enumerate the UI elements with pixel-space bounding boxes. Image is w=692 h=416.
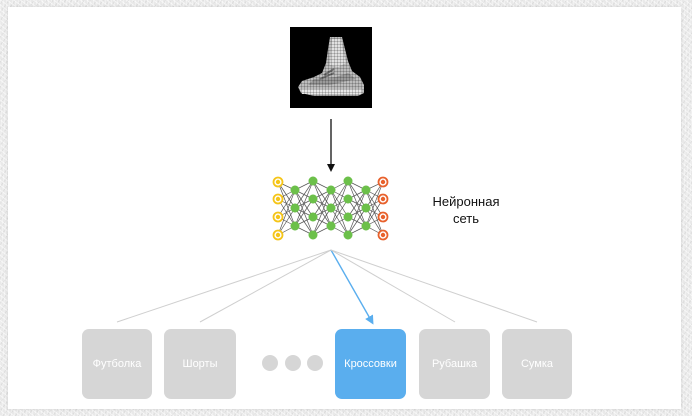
network-edge — [277, 189, 296, 236]
network-edge — [347, 189, 367, 236]
class-connection-line — [330, 249, 456, 323]
network-label-line2: сеть — [452, 211, 480, 226]
hidden-neuron — [326, 221, 336, 231]
network-edge — [312, 189, 332, 218]
network-edge — [347, 189, 367, 218]
class-box-sneakers-selected: Кроссовки — [335, 329, 406, 399]
network-edge — [294, 180, 314, 227]
class-connection-line — [199, 249, 332, 323]
network-edge — [330, 180, 349, 209]
hidden-neuron — [308, 176, 318, 186]
hidden-neuron — [326, 203, 336, 213]
class-connection-line — [116, 249, 332, 323]
output-connections — [116, 249, 538, 325]
hidden-neuron — [361, 203, 371, 213]
selected-class-arrow — [330, 249, 374, 325]
ellipsis-dot — [285, 355, 301, 371]
network-edge — [330, 180, 349, 227]
input-neuron-core — [275, 196, 281, 202]
hidden-neuron — [326, 185, 336, 195]
sneaker-icon — [290, 27, 372, 108]
output-neuron-core — [380, 196, 386, 202]
hidden-neuron — [308, 212, 318, 222]
hidden-neuron — [343, 176, 353, 186]
network-label-line1: Нейронная — [432, 194, 500, 209]
output-neuron-core — [380, 214, 386, 220]
hidden-neuron — [308, 194, 318, 204]
input-neuron-core — [275, 232, 281, 238]
network-edge — [294, 180, 314, 209]
hidden-neuron — [343, 230, 353, 240]
ellipsis-dot — [307, 355, 323, 371]
hidden-neuron — [361, 221, 371, 231]
class-box-shirt: Рубашка — [419, 329, 490, 399]
hidden-neuron — [343, 194, 353, 204]
network-edge — [294, 198, 314, 227]
network-edge — [312, 207, 332, 236]
network-edge — [312, 189, 332, 236]
network-label: Нейронная сеть — [426, 193, 506, 227]
network-neurons — [272, 176, 389, 241]
network-edge — [330, 198, 349, 227]
hidden-neuron — [290, 185, 300, 195]
input-image-sneaker — [290, 27, 372, 108]
class-box-shorts: Шорты — [164, 329, 236, 399]
class-connection-line — [330, 249, 538, 323]
class-box-tshirt: Футболка — [82, 329, 152, 399]
hidden-neuron — [290, 203, 300, 213]
input-neuron-core — [275, 179, 281, 185]
network-edge — [365, 181, 384, 227]
input-neuron-core — [275, 214, 281, 220]
ellipsis-dot — [262, 355, 278, 371]
hidden-neuron — [361, 185, 371, 195]
network-edge — [347, 207, 367, 236]
class-box-bag: Сумка — [502, 329, 572, 399]
hidden-neuron — [290, 221, 300, 231]
hidden-neuron — [343, 212, 353, 222]
output-neuron-core — [380, 179, 386, 185]
hidden-neuron — [308, 230, 318, 240]
output-neuron-core — [380, 232, 386, 238]
